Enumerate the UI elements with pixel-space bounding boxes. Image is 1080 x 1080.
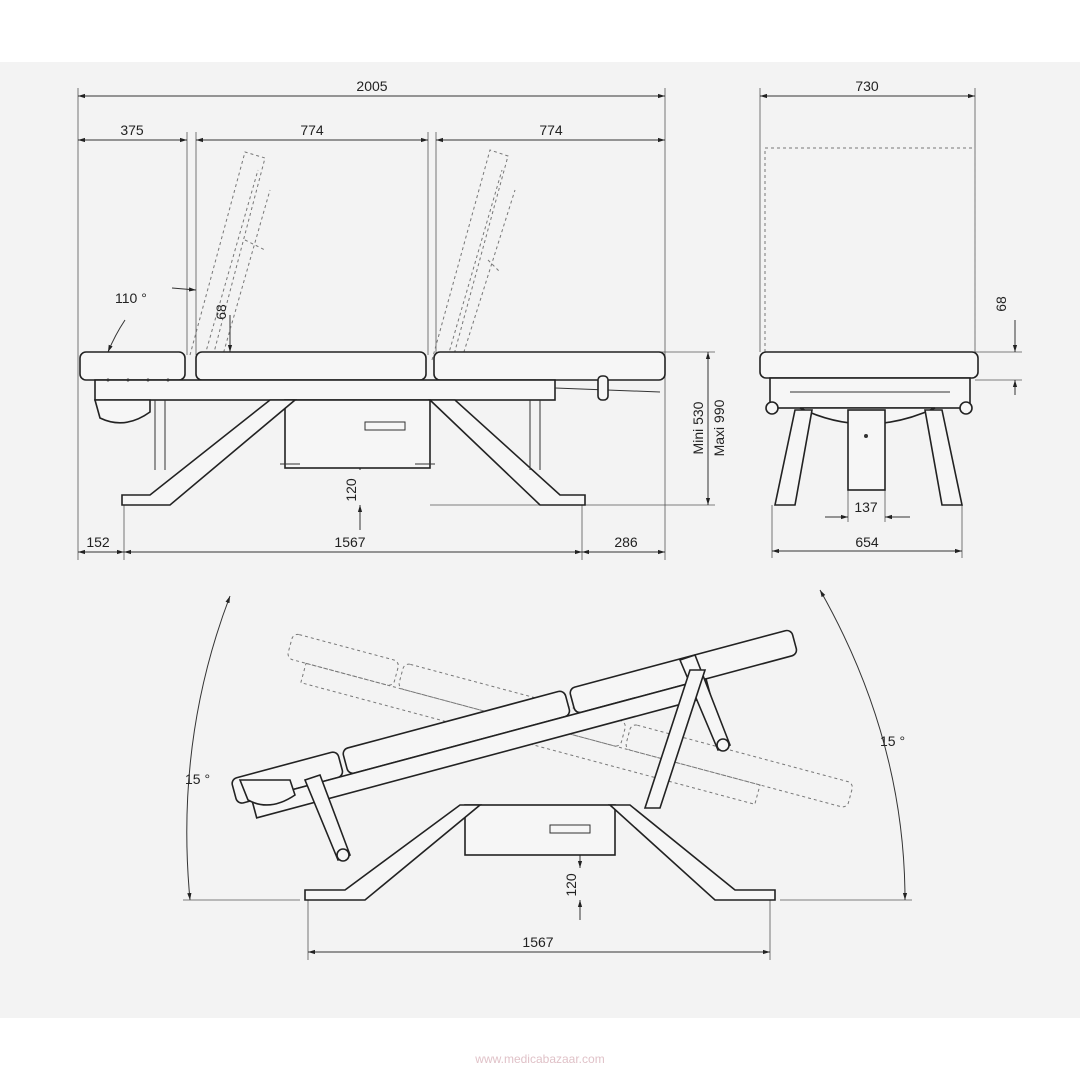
- dim-pad-thickness: 68: [213, 304, 229, 320]
- dim-middle-section: 774: [300, 122, 324, 138]
- logo-plate: [364, 421, 406, 431]
- dim-base-width: 654: [855, 534, 879, 550]
- angle-label: 110 °: [115, 290, 147, 306]
- dim-ground-clearance: 120: [343, 478, 359, 502]
- tilt-right-angle: 15 °: [880, 733, 905, 749]
- foot-pad: [433, 351, 666, 381]
- tilt-base-length: 1567: [522, 934, 553, 950]
- dim-head-section: 375: [120, 122, 144, 138]
- dim-base-length: 1567: [334, 534, 365, 550]
- dim-foot-section: 774: [539, 122, 563, 138]
- dim-height-max: Maxi 990: [711, 399, 727, 456]
- tilt-ground-clearance: 120: [563, 873, 579, 897]
- side-view: 2005 375 774 774 110 ° 68 Mini 530 Maxi …: [77, 78, 727, 560]
- dim-end-width: 730: [855, 78, 879, 94]
- dim-column-width: 137: [854, 499, 878, 515]
- dim-height-min: Mini 530: [690, 401, 706, 454]
- head-pad: [79, 351, 186, 381]
- dim-overall-length: 2005: [356, 78, 387, 94]
- watermark: www.medicabazaar.com: [475, 1052, 605, 1066]
- dim-end-pad-thickness: 68: [993, 296, 1009, 312]
- dim-right-overhang: 286: [614, 534, 638, 550]
- end-view: 730 68 137 654: [759, 78, 1022, 558]
- tilt-view: 15 ° 15 ° 120 1567: [183, 589, 912, 960]
- tilt-left-angle: 15 °: [185, 771, 210, 787]
- middle-pad: [195, 351, 427, 381]
- dim-left-overhang: 152: [86, 534, 110, 550]
